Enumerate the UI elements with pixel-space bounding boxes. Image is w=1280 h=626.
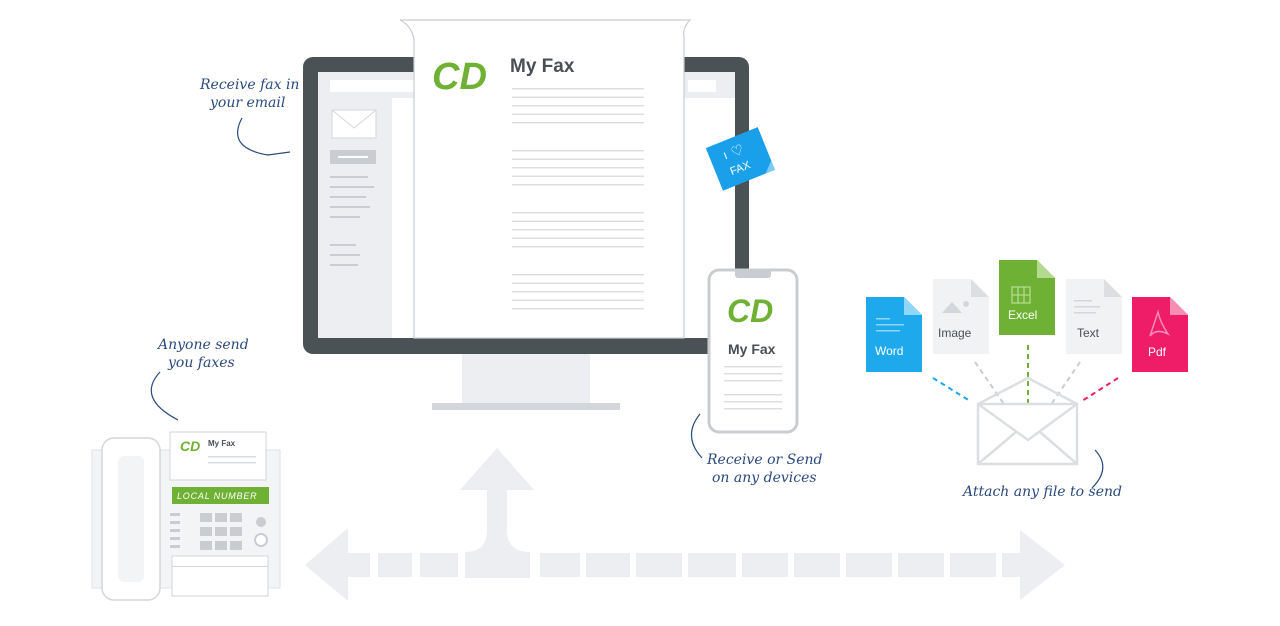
fax-text-line bbox=[512, 150, 644, 152]
fax-title: My Fax bbox=[510, 56, 575, 77]
caption-anyone-send: Anyone send you faxes bbox=[150, 337, 249, 421]
caption-anyone-line2: you faxes bbox=[167, 355, 235, 371]
fax-text-line bbox=[512, 220, 644, 222]
file-pdf: Pdf bbox=[1132, 297, 1188, 372]
fax-text-line bbox=[512, 237, 644, 239]
caption-devices: Receive or Send on any devices bbox=[690, 413, 823, 486]
file-pdf-label: Pdf bbox=[1148, 345, 1167, 359]
fax-text-line bbox=[512, 274, 644, 276]
caption-devices-line2: on any devices bbox=[712, 470, 817, 486]
phone-text-line bbox=[724, 401, 782, 403]
fax-text-line bbox=[512, 158, 644, 160]
file-text-label: Text bbox=[1077, 326, 1100, 340]
acrobat-icon bbox=[1149, 309, 1171, 337]
keypad bbox=[170, 513, 266, 550]
arrow-icon bbox=[305, 448, 1065, 601]
caption-receive-email: Receive fax in your email bbox=[199, 77, 299, 156]
file-excel-label: Excel bbox=[1008, 308, 1037, 322]
grid-icon bbox=[1011, 286, 1031, 304]
fax-text-line bbox=[512, 282, 644, 284]
phone-brand-logo: CD bbox=[727, 293, 773, 329]
fax-text-line bbox=[512, 184, 644, 186]
caption-email-line1: Receive fax in bbox=[199, 77, 299, 93]
fax-text-line bbox=[512, 113, 644, 115]
fax-text-line bbox=[512, 212, 644, 214]
file-word: Word bbox=[866, 297, 922, 372]
fax-brand-logo: CD bbox=[180, 438, 200, 454]
phone-fax-title: My Fax bbox=[728, 341, 776, 357]
fax-text-line bbox=[512, 246, 644, 248]
file-image: Image bbox=[933, 279, 989, 354]
envelope-icon bbox=[331, 109, 377, 139]
phone-text-line bbox=[724, 366, 782, 368]
caption-devices-line1: Receive or Send bbox=[706, 452, 823, 468]
sticky-line1: I bbox=[723, 151, 730, 162]
local-number-display: LOCAL NUMBER bbox=[177, 491, 257, 501]
phone-text-line bbox=[724, 408, 782, 410]
fax-machine-title: My Fax bbox=[208, 439, 236, 448]
fax-text-line bbox=[512, 122, 644, 124]
fax-text-line bbox=[512, 105, 644, 107]
envelope-icon bbox=[976, 376, 1079, 466]
sticky-note: I ♡ FAX bbox=[705, 127, 775, 191]
caption-attach: Attach any file to send bbox=[961, 449, 1122, 500]
phone-text-line bbox=[724, 380, 782, 382]
fax-machine: CD My Fax LOCAL NUMBER bbox=[91, 431, 281, 601]
caption-email-line2: your email bbox=[209, 95, 285, 111]
file-text: Text bbox=[1066, 279, 1122, 354]
fax-text-line bbox=[512, 96, 644, 98]
fax-text-line bbox=[512, 291, 644, 293]
image-icon bbox=[942, 301, 969, 313]
heart-icon: ♡ bbox=[728, 141, 746, 161]
fax-text-line bbox=[512, 299, 644, 301]
fax-text-line bbox=[512, 167, 644, 169]
fax-text-line bbox=[512, 88, 644, 90]
phone-text-line bbox=[724, 394, 782, 396]
phone: CD My Fax bbox=[707, 268, 799, 434]
file-image-label: Image bbox=[938, 326, 972, 340]
fax-text-line bbox=[512, 229, 644, 231]
fax-text-line bbox=[512, 175, 644, 177]
brand-logo: CD bbox=[432, 56, 487, 98]
fax-paper: CD My Fax bbox=[399, 19, 692, 339]
phone-text-line bbox=[724, 373, 782, 375]
fax-text-line bbox=[512, 308, 644, 310]
file-word-label: Word bbox=[875, 344, 903, 358]
caption-anyone-line1: Anyone send bbox=[156, 337, 249, 353]
file-excel: Excel bbox=[999, 260, 1055, 335]
caption-attach-text: Attach any file to send bbox=[961, 484, 1122, 500]
